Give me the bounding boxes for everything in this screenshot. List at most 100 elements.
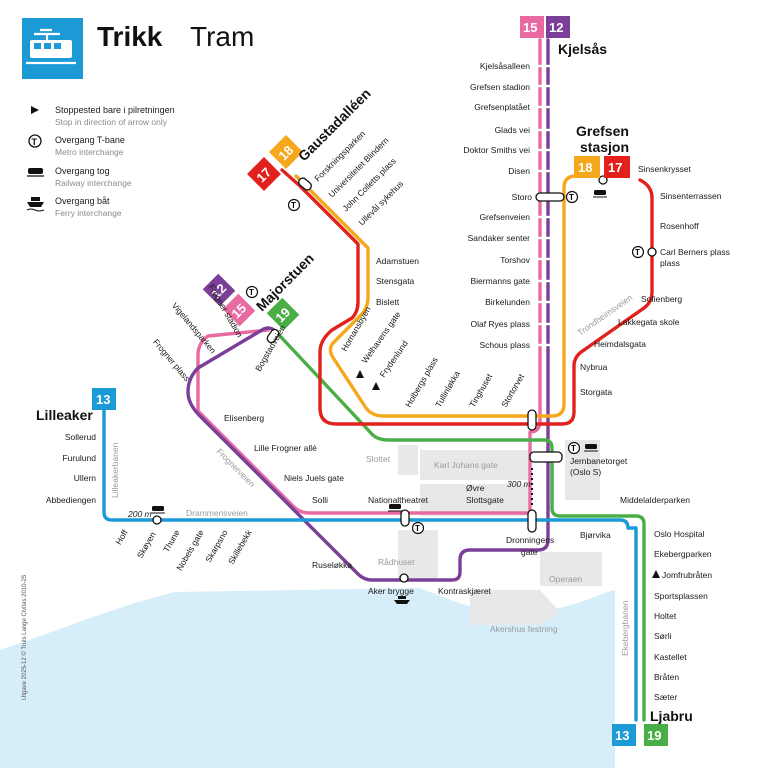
terminal-grefsen-2: stasjon (580, 139, 629, 155)
svg-text:Lille Frogner allé: Lille Frogner allé (254, 443, 317, 453)
svg-text:Operaen: Operaen (549, 574, 582, 584)
svg-text:Akershus festning: Akershus festning (490, 624, 558, 634)
svg-text:Sinsenterrassen: Sinsenterrassen (660, 191, 722, 201)
svg-text:Skarpsno: Skarpsno (203, 528, 230, 564)
svg-text:Doktor Smiths vei: Doktor Smiths vei (463, 145, 530, 155)
legend-label-3: Overgang tog (55, 166, 110, 176)
stops-grefsen-line: Sinsenkrysset Sinsenterrassen Rosenhoff … (580, 164, 730, 397)
svg-text:Sørli: Sørli (654, 631, 672, 641)
legend: Stoppested bare i pilretningen Stop in d… (26, 105, 175, 218)
svg-text:Sinsenkrysset: Sinsenkrysset (638, 164, 692, 174)
svg-text:Jomfrubråten: Jomfrubråten (662, 570, 712, 580)
svg-text:Ekebergbanen: Ekebergbanen (620, 600, 630, 656)
svg-text:Olaf Ryes plass: Olaf Ryes plass (470, 319, 530, 329)
svg-text:Birkelunden: Birkelunden (485, 297, 530, 307)
svg-text:T: T (32, 137, 38, 147)
svg-text:Abbediengen: Abbediengen (46, 495, 96, 505)
svg-text:Tinghuset: Tinghuset (467, 371, 494, 409)
stops-diagonal: Homansbyen Welhavens gate Frydenlund (339, 304, 410, 379)
nationaltheatret-interchange (400, 509, 410, 527)
stops-frogner: Elisenberg Lille Frogner allé Niels Juel… (224, 413, 344, 505)
harbour-water (0, 588, 615, 768)
footer-credit: Utgave 2025-12 © Truls Lange Civitas 201… (21, 574, 28, 700)
svg-text:Lilleakerbanen: Lilleakerbanen (110, 442, 120, 498)
svg-text:Carl Berners plass: Carl Berners plass (660, 247, 730, 257)
line-13-route (102, 408, 638, 722)
svg-text:Lakkegata skole: Lakkegata skole (618, 317, 680, 327)
ferry-icon (26, 197, 45, 212)
svg-text:John Colletts plass: John Colletts plass (340, 156, 398, 214)
distance-label-skoyen: 200 m (127, 509, 152, 519)
svg-text:Sæter: Sæter (654, 692, 677, 702)
stops-ljabru-line: Oslo Hospital Ekebergparken Jomfrubråten… (654, 529, 712, 702)
svg-text:Bjørvika: Bjørvika (580, 530, 611, 540)
svg-text:Grefsenplatået: Grefsenplatået (474, 102, 530, 112)
metro-t-icon: T T T T T T (245, 190, 645, 535)
svg-text:Grefsen stadion: Grefsen stadion (470, 82, 530, 92)
svg-text:T: T (569, 193, 574, 202)
svg-text:Biermanns gate: Biermanns gate (470, 276, 530, 286)
svg-text:Thune: Thune (161, 528, 182, 554)
svg-text:15: 15 (523, 20, 537, 35)
svg-text:Solli: Solli (312, 495, 328, 505)
metro-t-icon: T (28, 134, 42, 148)
line-18-route (294, 174, 598, 418)
badge-lilleaker: 13 (92, 388, 116, 410)
svg-text:Kontraskjæret: Kontraskjæret (438, 586, 492, 596)
arrow-icon (372, 382, 380, 390)
svg-text:Adamstuen: Adamstuen (376, 256, 419, 266)
svg-text:Schous plass: Schous plass (479, 340, 530, 350)
svg-text:Aker brygge: Aker brygge (368, 586, 414, 596)
svg-text:Sollerud: Sollerud (65, 432, 96, 442)
svg-text:Karl Johans gate: Karl Johans gate (434, 460, 498, 470)
svg-text:Sofienberg: Sofienberg (641, 294, 682, 304)
svg-text:Dronningens: Dronningens (506, 535, 554, 545)
line-17-route (280, 168, 654, 426)
svg-text:Storo: Storo (512, 192, 533, 202)
train-icon (151, 190, 607, 514)
legend-label-1: Stoppested bare i pilretningen (55, 105, 175, 115)
terminal-lilleaker: Lilleaker (36, 407, 93, 423)
legend-label-4: Overgang båt (55, 196, 110, 206)
legend-sub-4: Ferry interchange (55, 208, 122, 218)
svg-text:Hoff: Hoff (113, 527, 130, 546)
svg-text:18: 18 (578, 160, 592, 175)
badges-majorstuen: 12 15 19 (202, 273, 300, 331)
svg-text:Niels Juels gate: Niels Juels gate (284, 473, 344, 483)
svg-text:13: 13 (615, 728, 629, 743)
svg-text:Sportsplassen: Sportsplassen (654, 591, 708, 601)
svg-text:Storgata: Storgata (580, 387, 612, 397)
svg-text:Nybrua: Nybrua (580, 362, 608, 372)
svg-text:Øvre: Øvre (466, 483, 485, 493)
svg-text:Disen: Disen (508, 166, 530, 176)
svg-text:17: 17 (608, 160, 622, 175)
stops-kjelsas-line: Kjelsåsalleen Grefsen stadion Grefsenpla… (463, 61, 532, 350)
distance-label-center: 300 m (507, 479, 531, 489)
carl-berners-dot (647, 247, 657, 257)
legend-sub-2: Metro interchange (55, 147, 124, 157)
svg-text:Slottet: Slottet (366, 454, 391, 464)
svg-text:Nationaltheatret: Nationaltheatret (368, 495, 429, 505)
legend-sub-1: Stop in direction of arrow only (55, 117, 168, 127)
terminal-ljabru: Ljabru (650, 708, 693, 724)
svg-text:Vigelandsparken: Vigelandsparken (170, 300, 218, 355)
svg-text:T: T (635, 248, 640, 257)
svg-text:Elisenberg: Elisenberg (224, 413, 264, 423)
badges-grefsen: 18 17 (574, 156, 630, 178)
terminal-gaustad: Gaustadalléen (295, 85, 374, 164)
svg-text:Skillebekk: Skillebekk (226, 527, 254, 566)
svg-text:Rosenhoff: Rosenhoff (660, 221, 699, 231)
city-blocks (398, 440, 602, 625)
gaustad-interchange (298, 177, 312, 191)
legend-sub-3: Railway interchange (55, 178, 132, 188)
svg-text:Stortorvet: Stortorvet (499, 372, 526, 409)
badges-ljabru: 13 19 (612, 724, 668, 746)
svg-text:Slottsgate: Slottsgate (466, 495, 504, 505)
stortorvet-interchange (527, 409, 537, 431)
tram-icon (26, 28, 76, 65)
svg-text:Ullern: Ullern (74, 473, 96, 483)
svg-text:13: 13 (96, 392, 110, 407)
svg-text:Holtet: Holtet (654, 611, 677, 621)
stops-center: Nationaltheatret Øvre Slottsgate Rådhuse… (312, 456, 690, 596)
badges-kjelsas: 15 12 (520, 16, 570, 38)
